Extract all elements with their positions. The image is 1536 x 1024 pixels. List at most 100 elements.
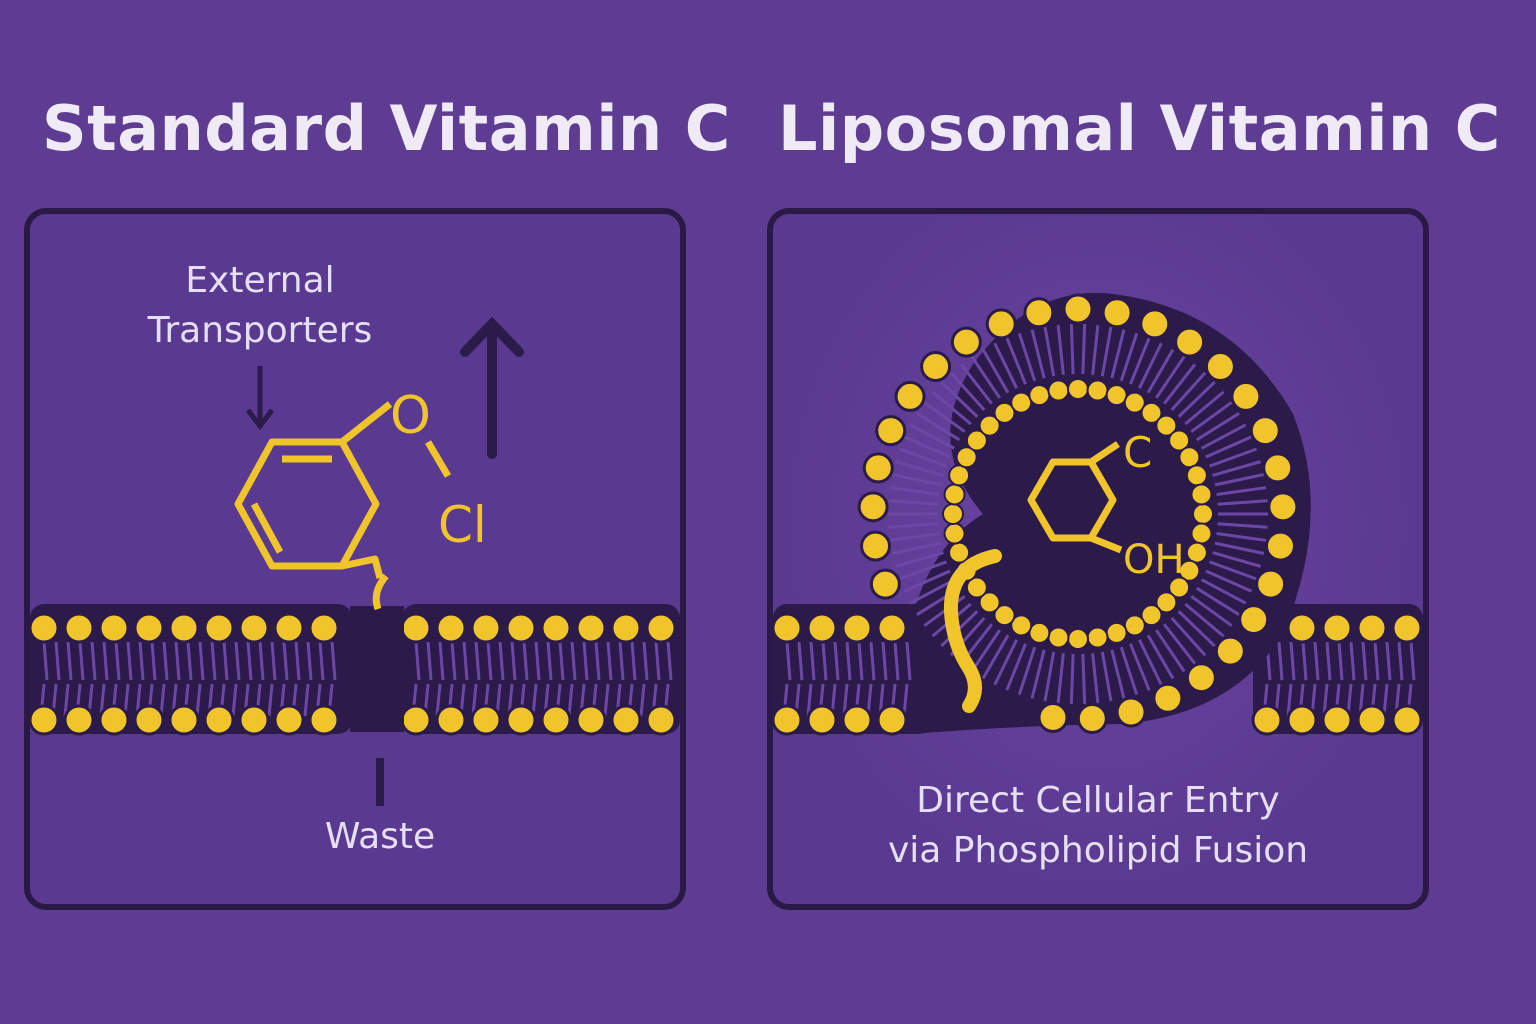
membrane-channel [350, 606, 404, 732]
lipid-head [1123, 614, 1146, 637]
vitamin-c-molecule [234, 401, 452, 611]
lipid-tail [234, 641, 241, 681]
lipid-head [1086, 626, 1109, 649]
lipid-head [806, 612, 838, 644]
chlorine-atom-label: Cl [438, 496, 487, 554]
lipid-tail [894, 551, 944, 568]
lipid-tail [857, 641, 864, 681]
lipid-tail [567, 683, 574, 717]
lipid-head [869, 568, 901, 600]
lipid-head [1214, 635, 1246, 667]
lipid-head [1238, 604, 1270, 636]
lipid-tail [891, 541, 942, 555]
lipid-tail [1129, 643, 1151, 691]
tail-bond [341, 555, 384, 579]
lipid-tail [639, 683, 646, 717]
lipid-tail [888, 499, 939, 506]
lipid-tail [785, 641, 792, 681]
lipid-tail [1081, 653, 1087, 704]
lipid-tail [303, 683, 310, 717]
lipid-tail [845, 641, 852, 681]
cell-membrane [773, 604, 1423, 736]
lipid-head [920, 351, 952, 383]
lipid-head [168, 612, 200, 644]
lipid-head [806, 704, 838, 736]
lipid-head [1047, 626, 1070, 649]
lipid-head [1249, 415, 1281, 447]
lipid-tail [522, 641, 529, 681]
ring-double-bond [250, 502, 284, 554]
lipid-tail [306, 641, 313, 681]
liposomal-vitamin-c-panel: C OH Direct Cellular Entry via Phospholi… [767, 208, 1429, 910]
lipid-head [505, 612, 537, 644]
lipid-head [1067, 378, 1089, 400]
lipid-head [773, 612, 803, 644]
liposome [857, 292, 1311, 735]
lipid-tail [462, 641, 469, 681]
lipid-tail [654, 641, 661, 681]
lipid-tail [150, 641, 157, 681]
lipid-head [876, 704, 908, 736]
lipid-tail [1043, 326, 1056, 377]
lipid-tail [210, 641, 217, 681]
lipid-tail [330, 641, 337, 681]
lipid-tail [1170, 371, 1207, 411]
lipid-tail [282, 641, 289, 681]
lipid-tail [1382, 683, 1389, 717]
lipid-head [1178, 559, 1201, 582]
lipid-head [950, 326, 982, 358]
lipid-tail [902, 683, 909, 717]
lipid-head [876, 612, 908, 644]
lipid-head [238, 612, 270, 644]
lipid-tail [1119, 332, 1139, 382]
lipid-tail [959, 363, 993, 405]
lipid-tail [1100, 651, 1113, 702]
lipid-tail [1195, 586, 1240, 616]
lipid-tail [1212, 460, 1262, 477]
lipid-tail [903, 435, 951, 459]
lipid-head [1139, 308, 1171, 340]
lipid-head [1286, 612, 1318, 644]
lipid-head [308, 612, 340, 644]
lipid-head [1105, 621, 1128, 644]
lipid-head [1037, 701, 1069, 733]
lipid-head [862, 452, 894, 484]
lipid-head [1140, 401, 1163, 424]
lipid-head [1028, 621, 1051, 644]
lipid-head [1262, 452, 1294, 484]
lipid-tail [970, 629, 1001, 673]
lipid-head [985, 308, 1017, 340]
lipid-tail [54, 641, 61, 681]
lipid-head [860, 530, 892, 562]
lipid-tail [570, 641, 577, 681]
lipid-tail [1129, 337, 1151, 385]
lipid-tail [1184, 602, 1225, 638]
lipid-head [841, 704, 873, 736]
lipid-head [943, 522, 966, 545]
lipid-tail [1030, 329, 1046, 379]
lipid-tail [1146, 634, 1175, 680]
lipid-head [875, 415, 907, 447]
lipid-tail [909, 423, 956, 450]
lipid-tail [1017, 332, 1037, 382]
lipid-tail [174, 641, 181, 681]
lipid-tail [1119, 646, 1139, 696]
lipid-tail [970, 355, 1001, 399]
lipid-head [993, 604, 1016, 627]
lipid-head [942, 503, 964, 525]
lipid-head [1204, 351, 1236, 383]
lipid-tail [905, 641, 912, 681]
lipid-head [470, 704, 502, 736]
lipid-head [943, 483, 966, 506]
lipid-head [63, 612, 95, 644]
lipid-tail [471, 683, 478, 717]
lipid-tail [99, 683, 106, 717]
lipid-head [238, 704, 270, 736]
lipid-tail [258, 641, 265, 681]
lipid-tail [1385, 641, 1392, 681]
lipid-head [1185, 662, 1217, 694]
lipid-head [1023, 297, 1055, 329]
lipid-tail [1163, 623, 1197, 665]
lipid-tail [1170, 617, 1207, 657]
lipid-tail [916, 412, 961, 442]
